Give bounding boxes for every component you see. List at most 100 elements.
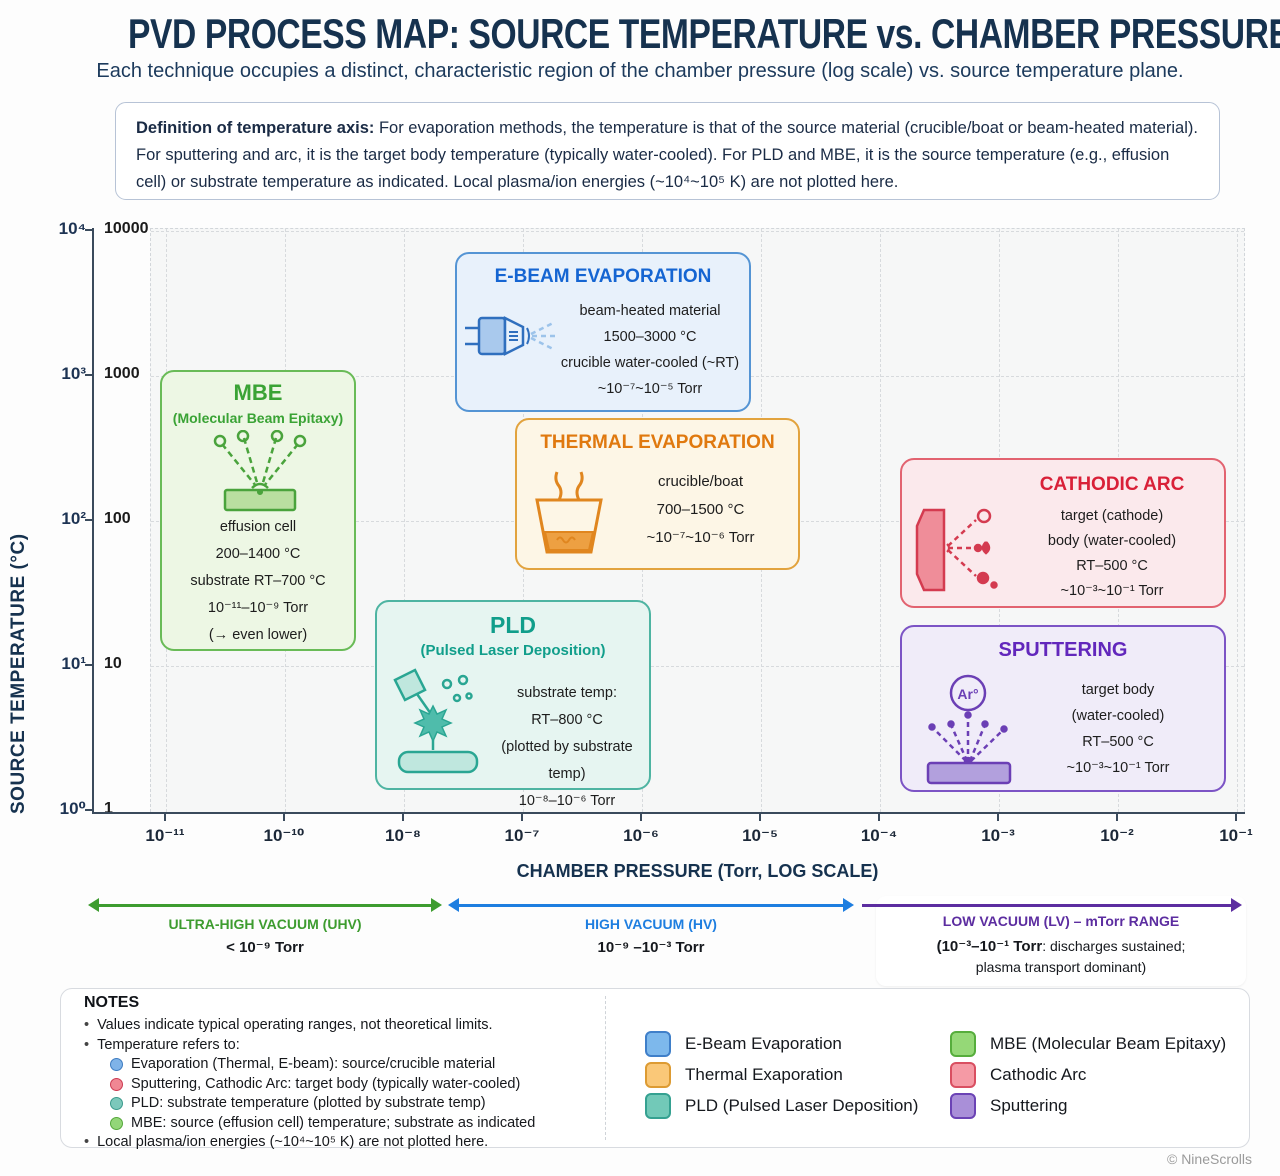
spec-line: target body: [1081, 682, 1155, 698]
region-title: SPUTTERING: [998, 639, 1128, 661]
sputtering-ar-ion-icon: Ar°: [926, 674, 1012, 785]
hv-range-arrow: [448, 898, 854, 912]
note-text: Values indicate typical operating ranges…: [97, 1017, 493, 1033]
legend-swatch-ebeam: [645, 1031, 671, 1057]
spec-line: (→ even lower): [208, 627, 308, 643]
spec-line: substrate temp:: [517, 685, 617, 701]
definition-lead: Definition of temperature axis:: [136, 119, 375, 137]
spec-line: 10⁻⁸–10⁻⁶ Torr: [518, 793, 616, 809]
x-axis-title: CHAMBER PRESSURE (Torr, LOG SCALE): [516, 861, 879, 881]
bullet-dot: [84, 1016, 89, 1036]
uhv-range: < 10⁻⁹ Torr: [226, 939, 304, 956]
region-thermal-evaporation: THERMAL EVAPORATION crucible/boat 700–15…: [515, 418, 800, 570]
spec-line: RT–500 °C: [1076, 558, 1148, 574]
gridline: [151, 666, 1244, 667]
y-tick: [85, 809, 94, 811]
legend-label: PLD (Pulsed Laser Deposition): [685, 1096, 919, 1115]
bullet-dot: [84, 1133, 89, 1153]
gridline: [151, 231, 1244, 232]
x-tick: [164, 813, 166, 821]
lv-range-arrow: [862, 898, 1242, 912]
region-title: THERMAL EVAPORATION: [540, 432, 775, 453]
region-title: MBE: [233, 380, 283, 405]
x-tick-label: 10⁻⁵: [742, 826, 778, 845]
legend-item-thermal: Thermal Exaporation: [645, 1062, 843, 1088]
definition-card: Definition of temperature axis: For evap…: [115, 102, 1220, 200]
lv-range-line2: plasma transport dominant): [975, 959, 1147, 975]
region-title: E-BEAM EVAPORATION: [494, 266, 712, 287]
spec-line: 700–1500 °C: [656, 501, 745, 518]
mbe-color-dot: [110, 1116, 123, 1130]
x-tick-label: 10⁻¹¹: [145, 826, 185, 845]
lv-range-rest: : discharges sustained;: [1042, 938, 1186, 954]
x-axis-line: [92, 812, 1245, 814]
legend-item-pld: PLD (Pulsed Laser Deposition): [645, 1093, 918, 1119]
note-text: Temperature refers to:: [97, 1036, 240, 1053]
pld-color-dot: [110, 1097, 123, 1110]
legend-swatch-mbe: [950, 1031, 976, 1057]
mbe-effusion-cells-icon: [213, 430, 307, 512]
legend-swatch-pld: [645, 1093, 671, 1119]
x-tick-label: 10⁻⁴: [860, 826, 898, 845]
note-item: Temperature refers to:: [84, 1036, 589, 1056]
note-subitem: MBE: source (effusion cell) temperature;…: [110, 1114, 589, 1134]
arrowhead-right: [843, 898, 861, 912]
y-tick-label: 10⁴: [58, 219, 86, 238]
lv-range-bold: (10⁻³–10⁻¹ Torr: [936, 938, 1043, 955]
y-tick: [85, 519, 94, 521]
legend-label: E-Beam Evaporation: [685, 1034, 842, 1053]
x-tick-label: 10⁻³: [981, 826, 1015, 845]
spec-line: 1500–3000 °C: [603, 329, 697, 345]
hv-range: 10⁻⁹ –10⁻³ Torr: [597, 939, 705, 956]
x-tick: [402, 813, 404, 821]
page-subtitle: Each technique occupies a distinct, char…: [96, 60, 1184, 82]
x-tick: [759, 813, 761, 821]
x-tick: [521, 813, 523, 821]
legend-swatch-thermal: [645, 1062, 671, 1088]
legend-swatch-sputtering: [950, 1093, 976, 1119]
spec-line: ~10⁻⁷~10⁻⁵ Torr: [597, 381, 703, 397]
x-tick: [1116, 813, 1118, 821]
region-specs: substrate temp: RT–800 °C (plotted by su…: [493, 680, 641, 815]
x-tick-label: 10⁻¹: [1219, 826, 1253, 845]
spec-line: 10⁻¹¹–10⁻⁹ Torr: [207, 600, 309, 616]
ebeam-gun-icon: [465, 315, 557, 357]
region-sputtering: SPUTTERING Ar° target body (water-cooled…: [900, 625, 1226, 792]
gridline: [404, 229, 405, 812]
region-pld: PLD (Pulsed Laser Deposition) substrate …: [375, 600, 651, 809]
notes-section: NOTES Values indicate typical operating …: [84, 994, 589, 1153]
region-specs: target body (water-cooled) RT–500 °C ~10…: [1022, 677, 1214, 781]
region-title: CATHODIC ARC: [1039, 474, 1185, 495]
note-subitem: Sputtering, Cathodic Arc: target body (t…: [110, 1075, 589, 1095]
arrowhead-right: [431, 898, 449, 912]
x-tick-label: 10⁻⁸: [385, 826, 421, 845]
evaporation-color-dot: [110, 1058, 123, 1071]
y-tick: [85, 664, 94, 666]
x-tick: [878, 813, 880, 821]
region-specs: beam-heated material 1500–3000 °C crucib…: [559, 298, 741, 402]
spec-line: effusion cell: [219, 519, 297, 535]
region-subtitle: (Molecular Beam Epitaxy): [172, 410, 344, 426]
legend-item-mbe: MBE (Molecular Beam Epitaxy): [950, 1031, 1226, 1057]
y-inner-label: 10000: [104, 220, 149, 237]
copyright: © NineScrolls: [1166, 1151, 1252, 1167]
region-ebeam-evaporation: E-BEAM EVAPORATION beam-heated material …: [455, 252, 751, 412]
region-content: CATHODIC ARC target (cathode) body (wate…: [1010, 474, 1214, 604]
spec-line: 200–1400 °C: [215, 546, 301, 562]
legend-swatch-arc: [950, 1062, 976, 1088]
spec-line: body (water-cooled): [1047, 533, 1177, 549]
note-item: Values indicate typical operating ranges…: [84, 1016, 589, 1036]
x-tick: [997, 813, 999, 821]
spec-line: ~10⁻⁷~10⁻⁶ Torr: [646, 529, 755, 546]
pld-laser-plume-icon: [393, 668, 479, 774]
spec-line: crucible/boat: [657, 473, 744, 490]
x-tick-label: 10⁻²: [1100, 826, 1134, 845]
cathodic-arc-icon: [915, 508, 998, 592]
uhv-label: ULTRA-HIGH VACUUM (UHV): [168, 916, 362, 932]
x-tick: [640, 813, 642, 821]
sputtering-color-dot: [110, 1077, 123, 1091]
ar-ion-label: Ar°: [957, 686, 978, 702]
x-tick-label: 10⁻⁶: [623, 826, 659, 845]
spec-line: RT–800 °C: [531, 712, 603, 728]
uhv-range-arrow: [88, 898, 442, 912]
